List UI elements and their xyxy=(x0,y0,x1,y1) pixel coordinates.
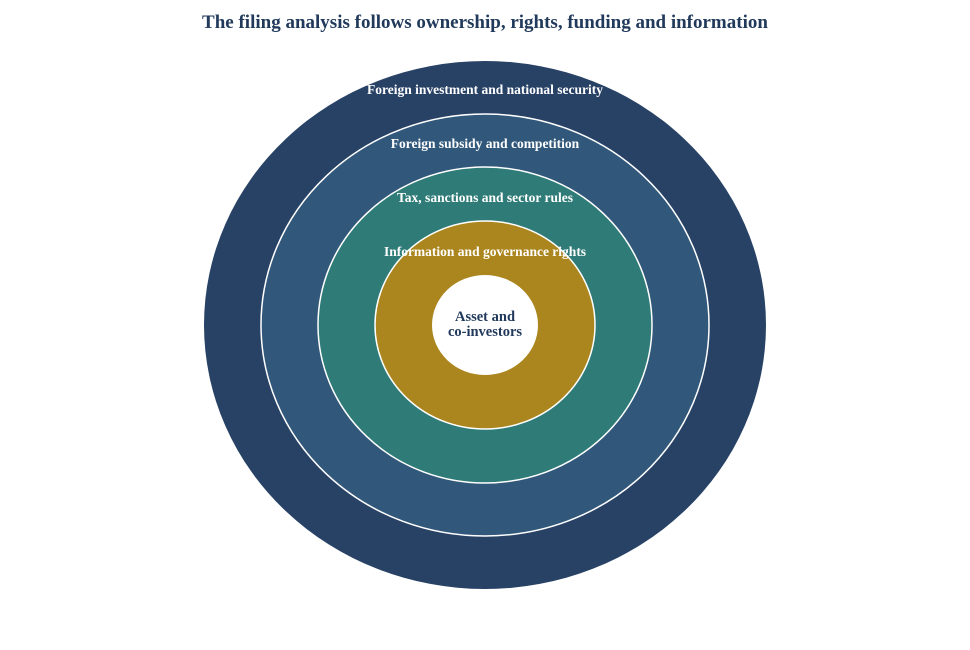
second-ring-label: Foreign subsidy and competition xyxy=(391,136,580,151)
outer-ring-label: Foreign investment and national security xyxy=(367,82,603,97)
third-ring-label: Tax, sanctions and sector rules xyxy=(397,190,573,205)
core-label-line: Asset and xyxy=(455,309,515,325)
page-title: The filing analysis follows ownership, r… xyxy=(202,12,768,33)
core-circle xyxy=(432,275,538,375)
core-label-line: co-investors xyxy=(448,324,522,340)
rings-layer xyxy=(204,61,766,589)
labels-layer: Foreign investment and national security… xyxy=(367,82,603,340)
inner-ring-label: Information and governance rights xyxy=(384,244,586,259)
